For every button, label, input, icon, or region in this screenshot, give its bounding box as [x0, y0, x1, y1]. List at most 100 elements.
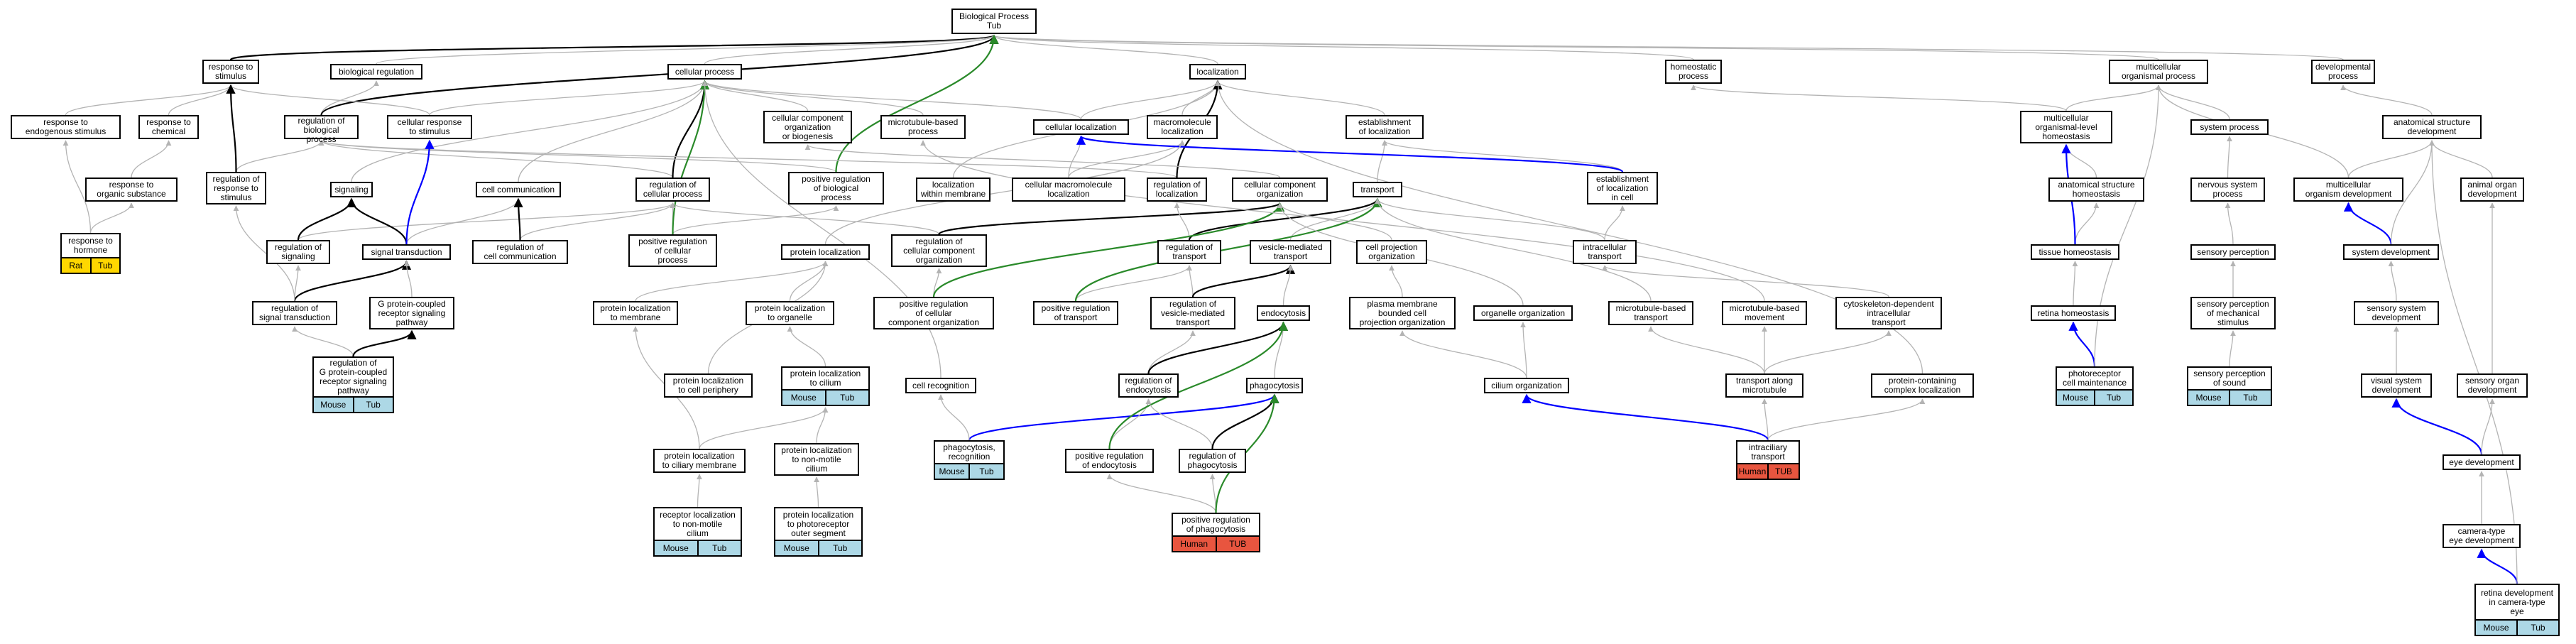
go-term-prot-loc-org[interactable]: protein localization to organelle [746, 301, 834, 325]
go-term-reg-transport[interactable]: regulation of transport [1157, 240, 1221, 264]
go-term-anat-homeo[interactable]: anatomical structure homeostasis [2048, 178, 2144, 202]
go-term-signaling[interactable]: signaling [330, 182, 373, 197]
go-term-reg-sig[interactable]: regulation of signaling [266, 240, 330, 264]
go-term-resp-stim[interactable]: response to stimulus [202, 60, 259, 84]
go-term-sens-organ[interactable]: sensory organ development [2457, 373, 2528, 398]
go-term-tissue-homeo[interactable]: tissue homeostasis [2031, 244, 2119, 260]
go-term-pos-reg-endo[interactable]: positive regulation of endocytosis [1065, 449, 1154, 473]
go-term-label: regulation of localization [1153, 180, 1201, 199]
go-term-vis-dev[interactable]: visual system development [2361, 373, 2432, 398]
go-term-reg-endo[interactable]: regulation of endocytosis [1118, 373, 1179, 398]
go-term-prot-loc-photo[interactable]: protein localization to photoreceptor ou… [774, 507, 863, 557]
go-term-reg-ves[interactable]: regulation of vesicle-mediated transport [1150, 297, 1235, 329]
go-term-loc-mem[interactable]: localization within membrane [916, 178, 990, 202]
go-term-animal-organ[interactable]: animal organ development [2460, 178, 2524, 202]
go-term-mt-move[interactable]: microtubule-based movement [1722, 301, 1807, 325]
go-term-pos-reg-cell[interactable]: positive regulation of cellular process [628, 234, 717, 267]
go-term-retina-homeo[interactable]: retina homeostasis [2031, 305, 2116, 321]
go-term-pos-reg-bio[interactable]: positive regulation of biological proces… [788, 172, 884, 204]
go-term-cell-resp[interactable]: cellular response to stimulus [387, 115, 472, 139]
go-term-sys-proc[interactable]: system process [2190, 119, 2269, 135]
go-term-mt-proc[interactable]: microtubule-based process [880, 115, 966, 139]
go-term-reg-sig-trans[interactable]: regulation of signal transduction [252, 301, 337, 325]
go-term-sys-dev[interactable]: system development [2343, 244, 2439, 260]
go-term-vesicle[interactable]: vesicle-mediated transport [1250, 240, 1331, 264]
go-term-label: biological regulation [338, 66, 415, 77]
go-term-label: plasma membrane bounded cell projection … [1359, 298, 1446, 327]
go-term-sig-trans[interactable]: signal transduction [362, 244, 451, 260]
go-term-bp[interactable]: Biological Process Tub [951, 9, 1037, 34]
edge-bio_reg-to-bp [376, 35, 997, 65]
go-term-sens-perc[interactable]: sensory perception [2190, 244, 2276, 260]
go-term-reg-bio[interactable]: regulation of biological process [284, 115, 359, 144]
go-term-intra-trans[interactable]: intracellular transport [1573, 240, 1637, 264]
go-term-org-org[interactable]: organelle organization [1473, 305, 1573, 321]
go-term-ns-proc[interactable]: nervous system process [2190, 178, 2265, 202]
go-term-prot-loc[interactable]: protein localization [781, 244, 870, 260]
go-term-prot-loc-nmc[interactable]: protein localization to non-motile ciliu… [774, 443, 859, 476]
go-term-pos-reg-cc-org[interactable]: positive regulation of cellular componen… [873, 297, 994, 329]
go-term-dev-proc[interactable]: developmental process [2311, 60, 2375, 84]
edge-signaling-to-cell_proc [351, 80, 708, 182]
go-term-sens-sys-dev[interactable]: sensory system development [2354, 301, 2439, 325]
go-term-cproj-org[interactable]: cell projection organization [1356, 240, 1427, 264]
go-term-cyto-trans[interactable]: cytoskeleton-dependent intracellular tra… [1835, 297, 1942, 329]
go-term-trans-mt[interactable]: transport along microtubule [1725, 373, 1803, 398]
go-term-reg-loc[interactable]: regulation of localization [1147, 178, 1207, 202]
go-term-label: Biological Process Tub [959, 11, 1030, 31]
go-term-plasma-mem[interactable]: plasma membrane bounded cell projection … [1349, 297, 1456, 329]
go-term-prot-loc-cilmem[interactable]: protein localization to ciliary membrane [653, 449, 746, 473]
go-term-est-loc-cell[interactable]: establishment of localization in cell [1587, 172, 1658, 204]
go-term-phago[interactable]: phagocytosis [1246, 378, 1303, 393]
go-term-cell-recog[interactable]: cell recognition [905, 378, 976, 393]
go-term-reg-cell-comm[interactable]: regulation of cell communication [472, 240, 568, 264]
go-term-sp-mech[interactable]: sensory perception of mechanical stimulu… [2190, 297, 2276, 329]
go-term-cell-macro-loc[interactable]: cellular macromolecule localization [1012, 178, 1125, 202]
go-term-est-loc[interactable]: establishment of localization [1346, 115, 1424, 139]
go-term-multi-proc[interactable]: multicellular organismal process [2109, 60, 2208, 84]
go-term-homeo-proc[interactable]: homeostatic process [1665, 60, 1722, 84]
edge-reg_gpcr-to-gpcr [352, 329, 417, 357]
go-term-cell-loc[interactable]: cellular localization [1033, 119, 1129, 135]
go-term-cil-org[interactable]: cilium organization [1484, 378, 1569, 393]
go-term-reg-phago[interactable]: regulation of phagocytosis [1179, 449, 1246, 473]
go-term-prot-comp[interactable]: protein-containing complex localization [1871, 373, 1974, 398]
go-term-pos-reg-trans[interactable]: positive regulation of transport [1033, 301, 1118, 325]
go-term-prot-loc-peri[interactable]: protein localization to cell periphery [664, 373, 753, 398]
go-term-cell-proc[interactable]: cellular process [667, 64, 742, 80]
go-term-reg-cell[interactable]: regulation of cellular process [635, 178, 710, 202]
go-term-gpcr[interactable]: G protein-coupled receptor signaling pat… [369, 297, 454, 329]
go-term-reg-gpcr[interactable]: regulation of G protein-coupled receptor… [312, 356, 394, 413]
go-term-prot-loc-mem[interactable]: protein localization to membrane [593, 301, 678, 325]
go-term-rec-loc-nmc[interactable]: receptor localization to non-motile cili… [653, 507, 742, 557]
go-term-mt-trans[interactable]: microtubule-based transport [1608, 301, 1693, 325]
go-term-resp-chem[interactable]: response to chemical [138, 115, 199, 139]
go-term-loc[interactable]: localization [1189, 64, 1246, 80]
go-term-cc-org[interactable]: cellular component organization [1232, 178, 1328, 202]
go-term-macro-loc[interactable]: macromolecule localization [1147, 115, 1218, 139]
go-term-endocytosis[interactable]: endocytosis [1257, 305, 1310, 321]
go-term-resp-org[interactable]: response to organic substance [85, 178, 178, 202]
go-term-bio-reg[interactable]: biological regulation [330, 64, 422, 80]
go-term-camera-eye[interactable]: camera-type eye development [2443, 524, 2521, 548]
edge-dev_proc-to-bp [991, 35, 2344, 60]
go-term-resp-endo[interactable]: response to endogenous stimulus [11, 115, 121, 139]
go-term-transport[interactable]: transport [1353, 182, 1402, 197]
go-term-comp-org[interactable]: cellular component organization or bioge… [763, 111, 852, 143]
go-term-reg-resp[interactable]: regulation of response to stimulus [206, 172, 266, 204]
go-term-reg-cc-org[interactable]: regulation of cellular component organiz… [891, 234, 987, 267]
go-term-multi-dev[interactable]: multicellular organism development [2293, 178, 2403, 202]
go-term-anat-dev[interactable]: anatomical structure development [2382, 115, 2482, 139]
go-term-cell-comm[interactable]: cell communication [476, 182, 561, 197]
go-term-eye-dev[interactable]: eye development [2443, 454, 2521, 470]
go-term-multi-homeo[interactable]: multicellular organismal-level homeostas… [2020, 111, 2112, 143]
edge-cyto_trans-to-intra_trans [1602, 265, 1889, 298]
